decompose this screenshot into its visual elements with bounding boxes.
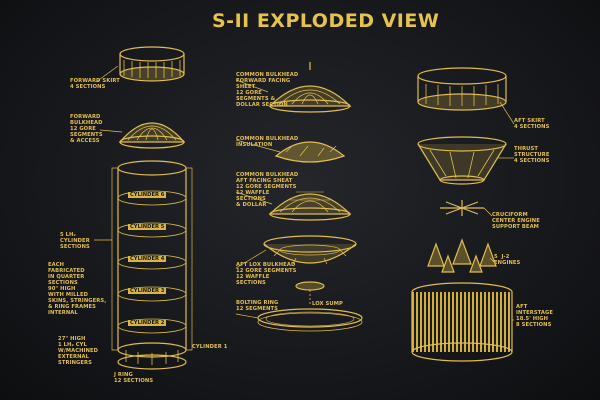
label-aft-skirt: AFT SKIRT 4 SECTIONS (514, 118, 550, 130)
label-lox-sump: LOX SUMP (312, 301, 343, 307)
label-j-ring: J RING 12 SECTIONS (114, 372, 154, 384)
cylinder-3-label: CYLINDER 3 (128, 288, 167, 294)
cylinder-2-label: CYLINDER 2 (128, 320, 167, 326)
common-bulkhead-forward-part (268, 62, 352, 113)
label-cyl-stringers: 27" HIGH 1 LH₂ CYL W/MACHINED EXTERNAL S… (58, 336, 99, 366)
label-each-fabricated: EACH FABRICATED IN QUARTER SECTIONS 90" … (48, 262, 107, 316)
label-forward-skirt: FORWARD SKIRT 4 SECTIONS (70, 78, 120, 90)
label-common-bulkhead-insulation: COMMON BULKHEAD INSULATION (236, 136, 299, 148)
j2-engines-part (427, 238, 497, 273)
label-j2-engines: 5 J-2 ENGINES (494, 254, 521, 266)
common-bulkhead-aft-part (268, 191, 352, 221)
aft-skirt-part (417, 67, 507, 111)
insulation-part (274, 141, 346, 163)
cylinder-4-label: CYLINDER 4 (128, 256, 167, 262)
aft-interstage-part (411, 282, 513, 362)
aft-lox-bulkhead-part (263, 235, 357, 265)
label-cruciform-beam: CRUCIFORM CENTER ENGINE SUPPORT BEAM (492, 212, 540, 230)
label-lh2-sections: 5 LH₂ CYLINDER SECTIONS (60, 232, 90, 250)
forward-skirt-part (119, 46, 185, 82)
label-aft-interstage: AFT INTERSTAGE 18.5' HIGH 8 SECTIONS (516, 304, 554, 328)
label-bolting-ring: BOLTING RING 12 SEGMENTS (236, 300, 279, 312)
page-title: S-II EXPLODED VIEW (212, 10, 440, 32)
forward-bulkhead-part (118, 122, 186, 149)
label-common-bulkhead-aft: COMMON BULKHEAD AFT FACING SHEAT 12 GORE… (236, 172, 299, 208)
lox-sump-part (295, 281, 325, 306)
label-aft-lox-bulkhead: AFT LOX BULKHEAD 12 GORE SEGMENTS 12 WAF… (236, 262, 297, 286)
cruciform-beam-part (440, 200, 484, 216)
cylinder-6-label: CYLINDER 6 (128, 192, 167, 198)
bolting-ring-part (257, 308, 363, 332)
lh2-tank-part (111, 160, 193, 370)
cylinder-1-label: CYLINDER 1 (192, 344, 228, 350)
thrust-structure-part (417, 136, 507, 185)
label-forward-bulkhead: FORWARD BULKHEAD 12 GORE SEGMENTS & ACCE… (70, 114, 103, 144)
label-common-bulkhead-forward: COMMON BULKHEAD FORWARD FACING SHEET 12 … (236, 72, 299, 108)
cylinder-5-label: CYLINDER 5 (128, 224, 167, 230)
label-thrust-structure: THRUST STRUCTURE 4 SECTIONS (514, 146, 550, 164)
